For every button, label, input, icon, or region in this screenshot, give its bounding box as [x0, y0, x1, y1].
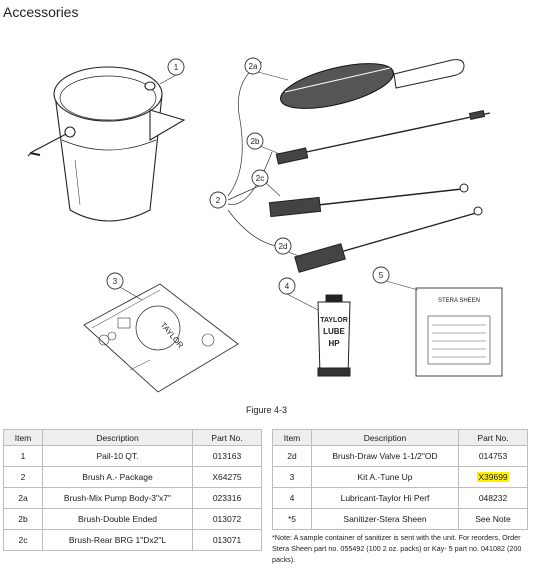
table-header-row: Item Description Part No.: [3, 429, 262, 446]
table-header-row: Item Description Part No.: [272, 429, 528, 446]
column-header-part-no: Part No.: [192, 429, 262, 446]
pail-illustration: [27, 66, 186, 222]
page-title: Accessories: [3, 4, 79, 20]
cell-item: 1: [3, 445, 43, 467]
lube-label-line-2: LUBE: [323, 327, 345, 336]
cell-description: Sanitizer-Stera Sheen: [311, 508, 459, 530]
cell-part-no: 013072: [192, 508, 262, 530]
callout-4: 4: [278, 277, 296, 295]
cell-description: Brush-Double Ended: [42, 508, 193, 530]
cell-part-no: See Note: [458, 508, 528, 530]
cell-part-no: 023316: [192, 487, 262, 509]
cell-description: Brush-Mix Pump Body-3"x7": [42, 487, 193, 509]
column-header-item: Item: [272, 429, 312, 446]
cell-part-no: X39699: [458, 466, 528, 488]
cell-part-no: 013071: [192, 529, 262, 551]
callout-2c: 2c: [251, 169, 269, 187]
callout-leader-2: [227, 61, 277, 247]
sanitizer-label: STERA SHEEN: [438, 298, 480, 304]
brush-rear-bearing-illustration: [268, 183, 469, 218]
svg-text:2a: 2a: [249, 62, 258, 71]
column-header-part-no: Part No.: [458, 429, 528, 446]
lubricant-tube-illustration: TAYLOR LUBE HP: [317, 294, 351, 377]
sanitizer-note: *Note: A sample container of sanitizer i…: [272, 533, 522, 564]
svg-text:2b: 2b: [251, 137, 260, 146]
cell-description: Brush-Rear BRG 1"Dx2"L: [42, 529, 193, 551]
lube-label-line-1: TAYLOR: [320, 317, 348, 324]
svg-text:4: 4: [285, 282, 290, 291]
cell-description: Brush A.- Package: [42, 466, 193, 488]
callout-1: 1: [167, 58, 185, 76]
column-header-description: Description: [42, 429, 193, 446]
column-header-item: Item: [3, 429, 43, 446]
cell-part-no: 048232: [458, 487, 528, 509]
callout-2: 2: [209, 191, 227, 209]
cell-part-no: 013163: [192, 445, 262, 467]
column-header-description: Description: [311, 429, 459, 446]
brush-draw-valve-illustration: [294, 206, 483, 273]
cell-description: Lubricant-Taylor Hi Perf: [311, 487, 459, 509]
cell-item: 4: [272, 487, 312, 509]
brush-mix-pump-illustration: [280, 59, 465, 109]
cell-description: Kit A.-Tune Up: [311, 466, 459, 488]
accessories-figure: TAYLOR TAYLOR LUBE HP STERA SHEEN 1 2a 2…: [27, 57, 503, 393]
svg-text:1: 1: [174, 63, 179, 72]
cell-item: 2c: [3, 529, 43, 551]
callout-leaders: [119, 71, 419, 311]
cell-description: Pail-10 QT.: [42, 445, 193, 467]
svg-text:3: 3: [113, 277, 118, 286]
svg-text:2c: 2c: [256, 174, 264, 183]
figure-caption: Figure 4-3: [245, 405, 288, 415]
svg-text:2d: 2d: [279, 242, 288, 251]
cell-item: 2d: [272, 445, 312, 467]
cell-item: 2a: [3, 487, 43, 509]
lube-label-line-3: HP: [328, 339, 340, 348]
cell-item: 3: [272, 466, 312, 488]
cell-item: *5: [272, 508, 312, 530]
cell-description: Brush-Draw Valve 1-1/2"OD: [311, 445, 459, 467]
cell-item: 2b: [3, 508, 43, 530]
svg-text:5: 5: [379, 271, 384, 280]
cell-part-no: 014753: [458, 445, 528, 467]
callout-2a: 2a: [244, 57, 262, 75]
brush-double-ended-illustration: [275, 110, 491, 165]
callout-5: 5: [372, 266, 390, 284]
highlighted-part-number: X39699: [477, 472, 509, 482]
cell-part-no: X64275: [192, 466, 262, 488]
cell-item: 2: [3, 466, 43, 488]
svg-text:2: 2: [216, 196, 221, 205]
sanitizer-packet-illustration: STERA SHEEN: [415, 287, 503, 377]
callout-3: 3: [106, 272, 124, 290]
callout-2b: 2b: [246, 132, 264, 150]
tune-up-kit-illustration: TAYLOR: [83, 283, 239, 393]
callout-2d: 2d: [274, 237, 292, 255]
